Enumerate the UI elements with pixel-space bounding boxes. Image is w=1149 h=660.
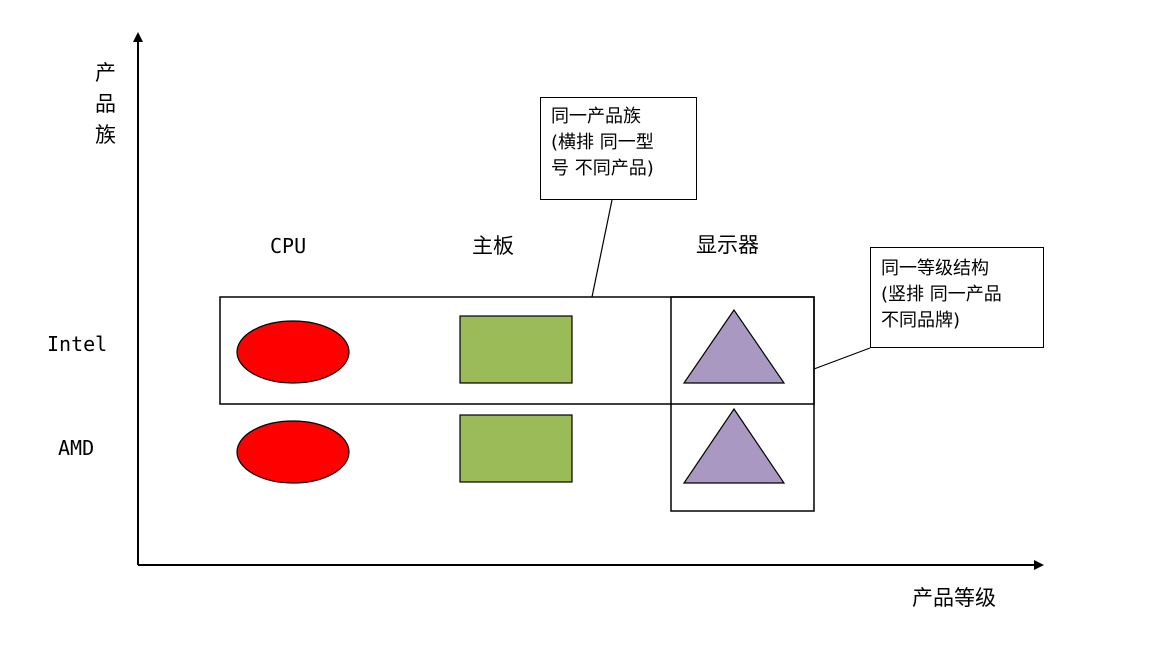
column-header-cpu: CPU: [270, 234, 306, 258]
family-callout-leader: [591, 199, 613, 298]
level-callout-leader: [813, 347, 871, 370]
row-label-intel: Intel: [47, 332, 107, 356]
column-header-display: 显示器: [696, 233, 759, 257]
intel-display-triangle: [682, 308, 786, 384]
x-axis-label: 产品等级: [912, 586, 996, 610]
callout-line: 不同品牌): [881, 310, 961, 331]
callout-line: 同一等级结构: [881, 258, 989, 279]
intel-cpu-ellipse: [236, 320, 350, 384]
product-family-callout: 同一产品族 (横排 同一型 号 不同产品): [540, 97, 697, 200]
callout-line: (横排 同一型: [551, 132, 654, 153]
intel-mainboard-rect: [459, 315, 573, 384]
callout-line: 号 不同产品): [551, 158, 654, 179]
y-axis-label-char: 族: [95, 123, 116, 147]
column-header-mainboard: 主板: [472, 234, 514, 258]
y-axis-label-char: 产: [95, 61, 116, 85]
callout-line: (竖排 同一产品: [881, 284, 1002, 305]
amd-cpu-ellipse: [236, 420, 350, 484]
product-level-callout: 同一等级结构 (竖排 同一产品 不同品牌): [870, 247, 1044, 348]
product-level-box: [670, 296, 815, 512]
y-axis-label-char: 品: [95, 92, 116, 116]
callout-line: 同一产品族: [551, 106, 641, 127]
row-label-amd: AMD: [58, 436, 94, 460]
amd-mainboard-rect: [459, 414, 573, 483]
amd-display-triangle: [682, 407, 786, 484]
